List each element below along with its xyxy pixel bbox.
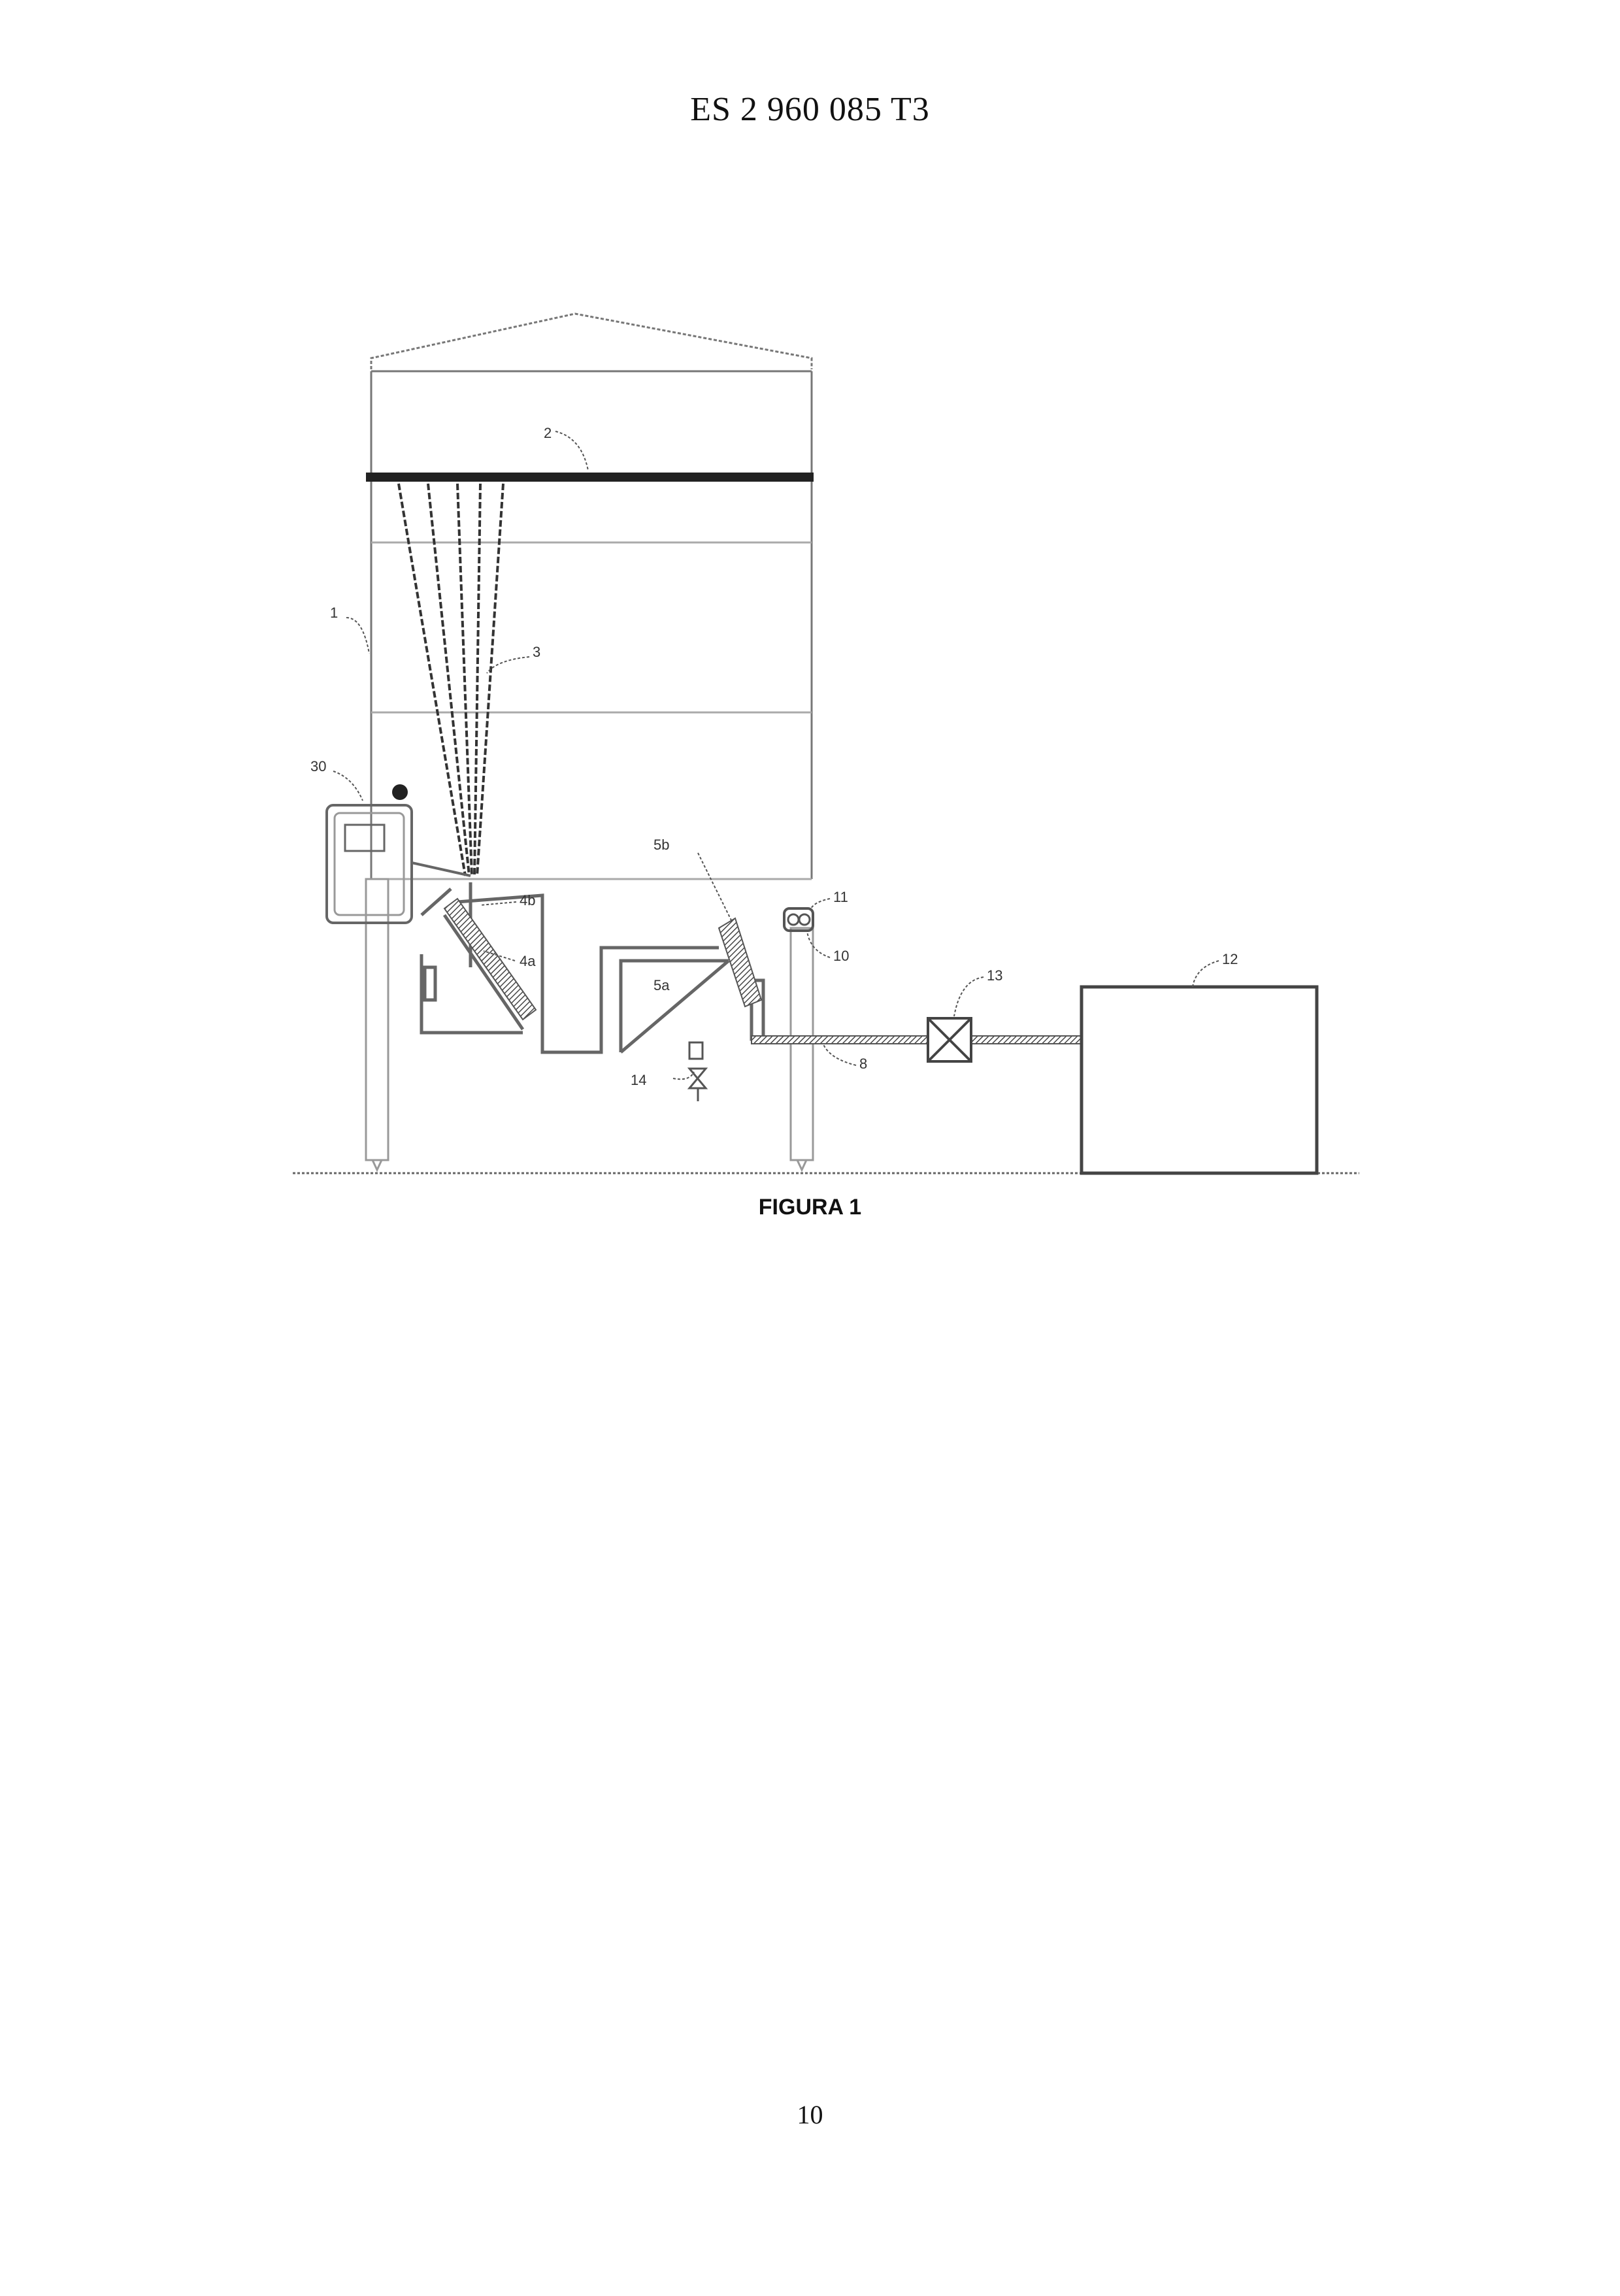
label-13: 13 xyxy=(987,967,1002,984)
label-8: 8 xyxy=(859,1056,867,1072)
label-4b: 4b xyxy=(520,892,535,908)
figure-caption: FIGURA 1 xyxy=(0,1195,1620,1220)
label-3: 3 xyxy=(533,644,540,660)
pipe xyxy=(752,1036,928,1044)
silo-roof xyxy=(371,314,812,369)
silo-legs xyxy=(366,879,813,1170)
label-12: 12 xyxy=(1222,951,1238,967)
control-panel xyxy=(327,784,471,923)
tank xyxy=(1082,987,1317,1173)
page-number: 10 xyxy=(0,2099,1620,2130)
label-14: 14 xyxy=(631,1072,646,1088)
label-5a: 5a xyxy=(653,977,670,993)
valve xyxy=(928,1018,971,1061)
label-5b: 5b xyxy=(653,837,669,853)
label-1: 1 xyxy=(330,605,338,621)
label-11: 11 xyxy=(833,889,848,905)
label-4a: 4a xyxy=(520,953,536,969)
pipe-to-tank xyxy=(970,1036,1082,1044)
drain-valve xyxy=(689,1042,706,1101)
level-bar xyxy=(366,473,814,482)
label-30: 30 xyxy=(310,758,326,774)
label-10: 10 xyxy=(833,948,849,964)
label-2: 2 xyxy=(544,425,552,441)
